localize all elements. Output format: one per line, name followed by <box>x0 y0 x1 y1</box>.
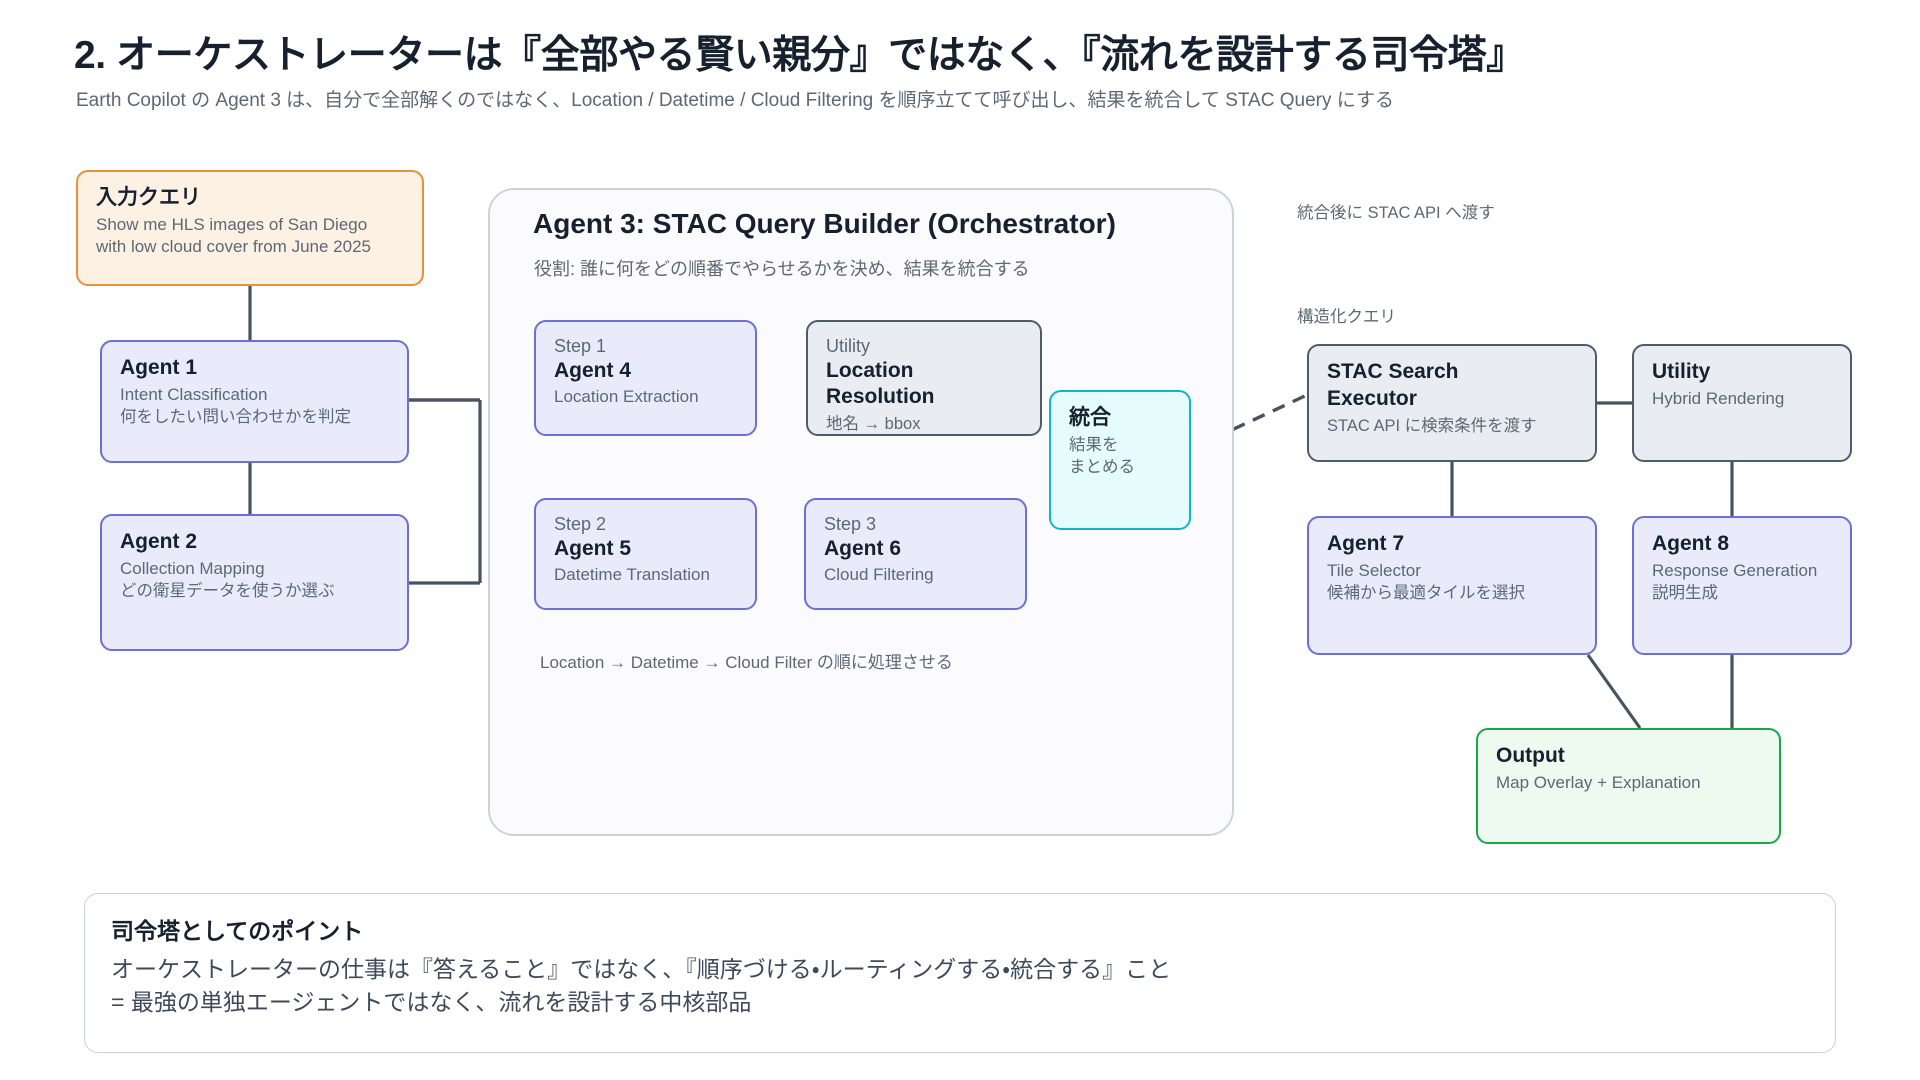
summary-title: 司令塔としてのポイント <box>111 918 364 944</box>
agent-7-description: 候補から最適タイルを選択 <box>1327 583 1525 602</box>
node-step2-agent-5[interactable]: Step 2 Agent 5 Datetime Translation <box>534 498 757 610</box>
hybrid-utility-kicker: Utility <box>1652 360 1711 383</box>
input-query-title: 入力クエリ <box>96 186 201 209</box>
node-agent-8[interactable]: Agent 8 Response Generation 説明生成 <box>1632 516 1852 655</box>
agent-8-title: Agent 8 <box>1652 532 1730 555</box>
step3-kicker: Step 3 <box>824 514 877 534</box>
node-utility-location-resolution[interactable]: Utility Location Resolution 地名 → bbox <box>806 320 1042 436</box>
utility-location-title-line2: Resolution <box>826 385 935 409</box>
agent-1-subtitle: Intent Classification <box>120 384 268 404</box>
wire-agent7-to-output <box>1586 654 1642 729</box>
input-query-line1: Show me HLS images of San Diego <box>96 214 368 234</box>
agent-8-description: 説明生成 <box>1652 583 1718 602</box>
page-title: 2. オーケストレーターは『全部やる賢い親分』ではなく、『流れを設計する司令塔』 <box>74 34 1525 77</box>
hybrid-utility-subtitle: Hybrid Rendering <box>1652 388 1785 408</box>
summary-line-1: オーケストレーターの仕事は『答えること』ではなく、『順序づける・ルーティングする… <box>111 956 1172 982</box>
node-step3-agent-6[interactable]: Step 3 Agent 6 Cloud Filtering <box>804 498 1027 610</box>
node-merge[interactable]: 統合 結果を まとめる <box>1049 390 1191 530</box>
stac-executor-title-line2: Executor <box>1327 386 1417 410</box>
step1-title: Agent 4 <box>554 358 632 382</box>
agent-2-subtitle: Collection Mapping <box>120 558 265 578</box>
orchestrator-subtitle: 役割: 誰に何をどの順番でやらせるかを決め、結果を統合する <box>534 259 1030 279</box>
summary-line-2: = 最強の単独エージェントではなく、流れを設計する中核部品 <box>111 988 752 1015</box>
merge-title: 統合 <box>1069 406 1111 429</box>
node-agent-7[interactable]: Agent 7 Tile Selector 候補から最適タイルを選択 <box>1307 516 1597 655</box>
output-subtitle: Map Overlay + Explanation <box>1496 772 1701 792</box>
output-title: Output <box>1496 744 1565 767</box>
input-query-box[interactable]: 入力クエリ Show me HLS images of San Diego wi… <box>76 170 424 286</box>
annotation-structured-query: 構造化クエリ <box>1297 308 1396 326</box>
summary-panel: 司令塔としてのポイント オーケストレーターの仕事は『答えること』ではなく、『順序… <box>84 893 1836 1053</box>
step2-subtitle: Datetime Translation <box>554 565 710 585</box>
step2-kicker: Step 2 <box>554 514 607 534</box>
agent-1-title: Agent 1 <box>120 356 198 379</box>
node-utility-hybrid-rendering[interactable]: Utility Hybrid Rendering <box>1632 344 1852 462</box>
page-subtitle: Earth Copilot の Agent 3 は、自分で全部解くのではなく、L… <box>76 90 1394 111</box>
node-output[interactable]: Output Map Overlay + Explanation <box>1476 728 1781 844</box>
node-agent-1[interactable]: Agent 1 Intent Classification 何をしたい問い合わせ… <box>100 340 409 463</box>
node-step1-agent-4[interactable]: Step 1 Agent 4 Location Extraction <box>534 320 757 436</box>
step2-title: Agent 5 <box>554 536 632 560</box>
merge-sub-line1: 結果を <box>1069 435 1119 454</box>
node-stac-search-executor[interactable]: STAC Search Executor STAC API に検索条件を渡す <box>1307 344 1597 462</box>
orchestrator-title: Agent 3: STAC Query Builder (Orchestrato… <box>533 208 1116 239</box>
step1-kicker: Step 1 <box>554 336 607 356</box>
step3-subtitle: Cloud Filtering <box>824 565 934 585</box>
input-query-line2: with low cloud cover from June 2025 <box>96 236 371 256</box>
stac-executor-description: STAC API に検索条件を渡す <box>1327 416 1537 435</box>
utility-location-kicker: Utility <box>826 336 870 356</box>
agent-8-subtitle: Response Generation <box>1652 560 1818 580</box>
utility-location-title-line1: Location <box>826 358 914 382</box>
agent-2-title: Agent 2 <box>120 530 198 553</box>
agent-7-title: Agent 7 <box>1327 532 1405 555</box>
node-agent-2[interactable]: Agent 2 Collection Mapping どの衛星データを使うか選ぶ <box>100 514 409 651</box>
orchestrator-order-note: Location → Datetime → Cloud Filter の順に処理… <box>540 653 953 672</box>
step3-title: Agent 6 <box>824 536 902 560</box>
annotation-to-stac-api: 統合後に STAC API へ渡す <box>1297 204 1495 222</box>
agent-1-description: 何をしたい問い合わせかを判定 <box>120 407 351 426</box>
stac-executor-title-line1: STAC Search <box>1327 360 1459 383</box>
merge-sub-line2: まとめる <box>1069 458 1135 477</box>
step1-subtitle: Location Extraction <box>554 387 699 407</box>
utility-location-description: 地名 → bbox <box>826 415 921 434</box>
agent-7-subtitle: Tile Selector <box>1327 560 1421 580</box>
agent-2-description: どの衛星データを使うか選ぶ <box>120 581 335 600</box>
